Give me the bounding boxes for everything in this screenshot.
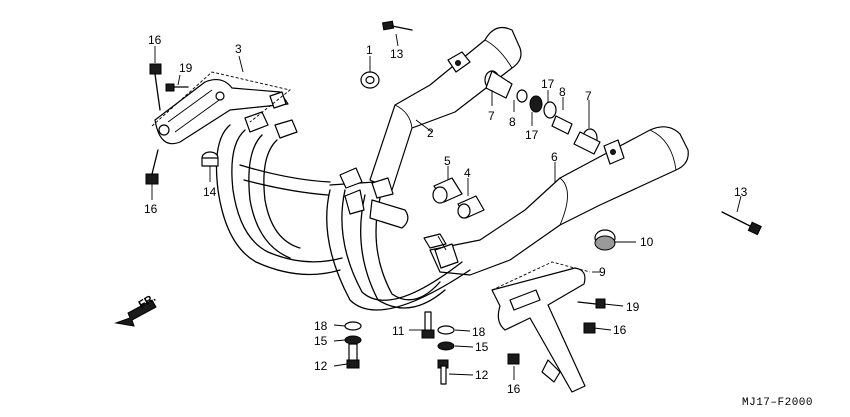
muffler-mount-upper <box>484 70 601 155</box>
callout-14: 14 <box>203 185 217 199</box>
pipe-clamps <box>244 111 459 269</box>
callout-12: 12 <box>314 359 328 373</box>
nut-16-right <box>583 322 596 334</box>
callout-19: 19 <box>179 61 193 75</box>
nut-16-top <box>149 63 162 111</box>
callout-15: 15 <box>314 334 328 348</box>
rubber-10 <box>594 229 616 251</box>
callout-5: 5 <box>444 154 451 168</box>
sleeve-5 <box>432 177 463 204</box>
callout-13: 13 <box>734 185 748 199</box>
nut-16-left <box>145 149 159 185</box>
joint-pipe-assembly <box>154 78 289 145</box>
callout-6: 6 <box>551 150 558 164</box>
callout-15: 15 <box>475 340 489 354</box>
callout-12: 12 <box>475 368 489 382</box>
callout-1: 1 <box>366 43 373 57</box>
muffler-lower <box>429 126 689 276</box>
callout-8: 8 <box>509 115 516 129</box>
gasket-4 <box>457 195 485 219</box>
callout-7: 7 <box>585 89 592 103</box>
callout-16: 16 <box>613 323 627 337</box>
bolt-13-upper <box>381 20 413 31</box>
callout-18: 18 <box>472 325 486 339</box>
callout-8: 8 <box>559 85 566 99</box>
callout-labels: 1 13 16 19 3 2 7 8 17 17 8 7 16 14 5 4 6… <box>144 33 748 396</box>
gasket-1 <box>360 71 380 89</box>
leader-lines <box>151 33 742 380</box>
nut-16-bottom <box>507 353 520 365</box>
callout-7: 7 <box>488 109 495 123</box>
front-direction-arrow: FR. <box>114 292 158 327</box>
callout-4: 4 <box>464 166 471 180</box>
callout-17: 17 <box>525 128 539 142</box>
callout-16: 16 <box>148 33 162 47</box>
callout-9: 9 <box>599 265 606 279</box>
hardware-stack-middle <box>421 311 455 385</box>
drawing-code: MJ17–F2000 <box>742 397 813 409</box>
callout-16: 16 <box>507 382 521 396</box>
bolt-19-left <box>165 83 189 92</box>
callout-3: 3 <box>235 42 242 56</box>
callout-11: 11 <box>392 324 405 338</box>
callout-13: 13 <box>390 47 404 61</box>
callout-16: 16 <box>144 202 158 216</box>
callout-10: 10 <box>640 235 654 249</box>
hardware-stack-left <box>344 321 362 369</box>
callout-18: 18 <box>314 319 328 333</box>
callout-19: 19 <box>626 300 640 314</box>
muffler-bracket-9 <box>491 267 586 393</box>
callout-17: 17 <box>541 77 555 91</box>
front-marker-label: FR. <box>137 292 158 311</box>
collar-14 <box>201 151 219 167</box>
exhaust-pipes <box>215 124 471 311</box>
bolt-19-right <box>577 298 606 309</box>
muffler-upper <box>369 27 522 191</box>
callout-2: 2 <box>427 126 434 140</box>
bolt-13-right <box>721 211 762 236</box>
